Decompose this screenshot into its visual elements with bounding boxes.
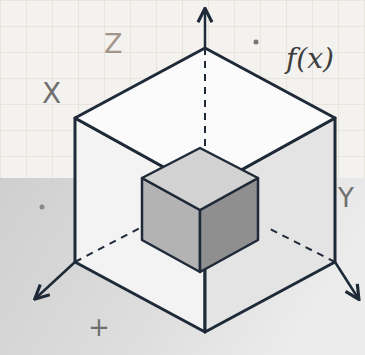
axis-label: Y xyxy=(338,185,354,211)
axis-label: Z xyxy=(104,30,123,57)
plus-sign: + xyxy=(88,314,110,340)
axis-label: X xyxy=(42,80,61,108)
hidden-edge xyxy=(204,48,206,150)
inner-cube-top xyxy=(142,148,258,210)
x-axis xyxy=(36,262,75,298)
y-axis xyxy=(335,262,358,298)
function-label: f(x) xyxy=(286,45,334,73)
dot xyxy=(40,205,45,210)
dot xyxy=(254,40,259,45)
z-axis xyxy=(204,10,207,48)
